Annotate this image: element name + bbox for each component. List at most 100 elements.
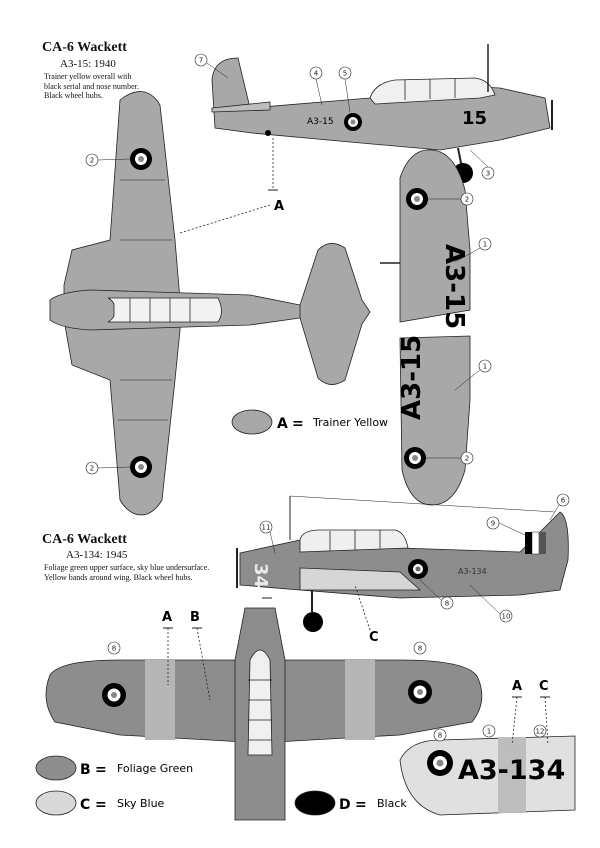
callout-label: 8	[418, 645, 422, 653]
fuselage-serial-134: A3-134	[458, 567, 487, 576]
callout-label: 2	[90, 157, 94, 165]
callout-8: 8	[107, 641, 121, 655]
callout-label: 12	[536, 728, 545, 736]
callout-label: 8	[445, 600, 449, 608]
callout-2: 2	[460, 192, 474, 206]
callout-3: 3	[481, 166, 495, 180]
profile-1-desc-line: Trainer yellow overall with	[44, 72, 132, 81]
wheel-icon	[303, 612, 323, 632]
marker-a: A	[162, 610, 172, 625]
profile-1-desc-line: Black wheel hubs.	[44, 91, 103, 100]
callout-2: 2	[85, 153, 99, 167]
roundel-icon	[408, 680, 432, 704]
marker-a: A	[274, 199, 284, 214]
plan-view-a3-15	[49, 91, 371, 516]
callout-label: 3	[486, 170, 490, 178]
callout-10: 10	[499, 609, 513, 623]
callout-1: 1	[482, 724, 496, 738]
callout-2: 2	[85, 461, 99, 475]
callout-8: 8	[433, 728, 447, 742]
callout-label: 2	[465, 196, 469, 204]
callout-9: 9	[486, 516, 500, 530]
profile-1-description: Trainer yellow overall with black serial…	[44, 72, 174, 101]
profile-2-desc-line: Yellow bands around wing. Black wheel hu…	[44, 572, 193, 582]
callout-2: 2	[460, 451, 474, 465]
legend-equals: =	[355, 797, 367, 813]
roundel-icon	[130, 456, 152, 478]
callout-label: 1	[487, 728, 491, 736]
nose-code: 34	[250, 563, 271, 588]
marker-c: C	[539, 679, 549, 694]
marker-a: A	[512, 679, 522, 694]
legend-letter-a: A	[277, 416, 288, 432]
legend-label-a: Trainer Yellow	[312, 416, 388, 429]
tail-wheel-icon	[265, 130, 271, 136]
callout-5: 5	[338, 66, 352, 80]
legend-letter-d: D	[339, 797, 351, 813]
callout-label: 4	[314, 70, 319, 78]
callout-4: 4	[309, 66, 323, 80]
wing-serial-134: A3-134	[458, 755, 565, 786]
roundel-icon	[427, 750, 453, 776]
legend-swatch-c	[35, 790, 77, 816]
legend-equals: =	[95, 762, 107, 778]
callout-label: 10	[502, 613, 511, 621]
callout-7: 7	[194, 53, 208, 67]
profile-2-serial-year: A3-134: 1945	[66, 549, 128, 561]
callout-label: 2	[465, 455, 469, 463]
legend-label-d: Black	[377, 797, 407, 810]
legend-label-b: Foliage Green	[117, 762, 193, 775]
callout-8: 8	[413, 641, 427, 655]
side-profile-a3-15	[211, 44, 553, 169]
legend-equals: =	[292, 416, 304, 432]
legend-equals: =	[95, 797, 107, 813]
side-profile-a3-134	[236, 495, 569, 612]
profile-2-description: Foliage green upper surface, sky blue un…	[44, 563, 264, 582]
callout-label: 1	[483, 241, 487, 249]
fuselage-serial: A3-15	[307, 117, 334, 127]
callout-label: 1	[483, 363, 487, 371]
marker-c: C	[369, 630, 379, 645]
callout-label: 9	[491, 520, 495, 528]
callout-label: 11	[262, 524, 271, 532]
callout-11: 11	[259, 520, 273, 534]
callout-1: 1	[478, 359, 492, 373]
roundel-icon	[344, 113, 362, 131]
nose-number: 15	[462, 108, 487, 129]
legend-swatch-b	[35, 755, 77, 781]
profile-1-title: CA-6 Wackett	[42, 40, 127, 55]
legend-letter-c: C	[80, 797, 90, 813]
roundel-icon	[404, 447, 426, 469]
legend-swatch-a	[231, 409, 273, 435]
callout-1: 1	[478, 237, 492, 251]
wing-serial-lower: A3-15	[397, 335, 427, 420]
legend-swatch-d	[294, 790, 336, 816]
callout-label: 8	[438, 732, 442, 740]
wing-serial-upper: A3-15	[439, 244, 469, 329]
callout-label: 8	[112, 645, 116, 653]
profile-2-desc-line: Foliage green upper surface, sky blue un…	[44, 563, 210, 572]
profile-2-title: CA-6 Wackett	[42, 532, 127, 547]
callout-label: 6	[561, 497, 566, 505]
roundel-icon	[130, 148, 152, 170]
legend-label-c: Sky Blue	[117, 797, 165, 810]
wing-planform-a3-134	[45, 607, 483, 821]
roundel-icon	[102, 683, 126, 707]
callout-8: 8	[440, 596, 454, 610]
profile-1-serial-year: A3-15: 1940	[60, 58, 116, 70]
callout-12: 12	[533, 724, 547, 738]
roundel-icon	[406, 188, 428, 210]
callout-label: 2	[90, 465, 94, 473]
leader-lines	[97, 62, 560, 615]
profile-1-desc-line: black serial and nose number.	[44, 81, 139, 91]
marker-b: B	[190, 610, 200, 625]
callout-label: 7	[199, 57, 203, 65]
roundel-icon	[408, 559, 428, 579]
fin-flash	[525, 531, 546, 555]
callout-label: 5	[343, 70, 347, 78]
callout-6: 6	[556, 493, 570, 507]
marker-ticks	[163, 189, 550, 698]
marker-lines	[167, 138, 549, 746]
legend-letter-b: B	[80, 762, 91, 778]
